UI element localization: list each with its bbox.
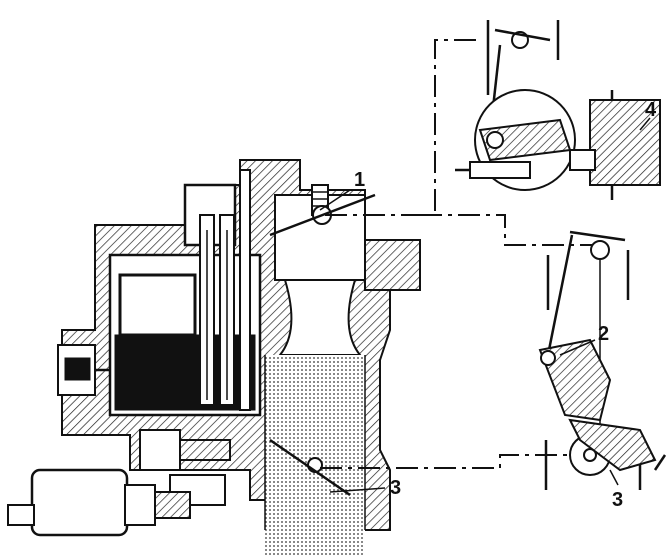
callout-2: 2 [598, 323, 609, 345]
callout-3-lever: 3 [612, 489, 623, 511]
callout-3-throttle: 3 [390, 477, 401, 499]
throttle-valve [269, 438, 351, 497]
callout-4: 4 [645, 99, 657, 121]
callout-1: 1 [354, 169, 365, 191]
starter-mechanism [455, 20, 661, 200]
solenoid-valve [7, 468, 191, 537]
leader-lines [319, 117, 651, 493]
jet-tubes [199, 169, 251, 411]
accelerator-pump [57, 344, 110, 396]
choke-lever [538, 230, 630, 422]
throttle-lever [544, 418, 667, 490]
choke-valve [269, 193, 376, 237]
